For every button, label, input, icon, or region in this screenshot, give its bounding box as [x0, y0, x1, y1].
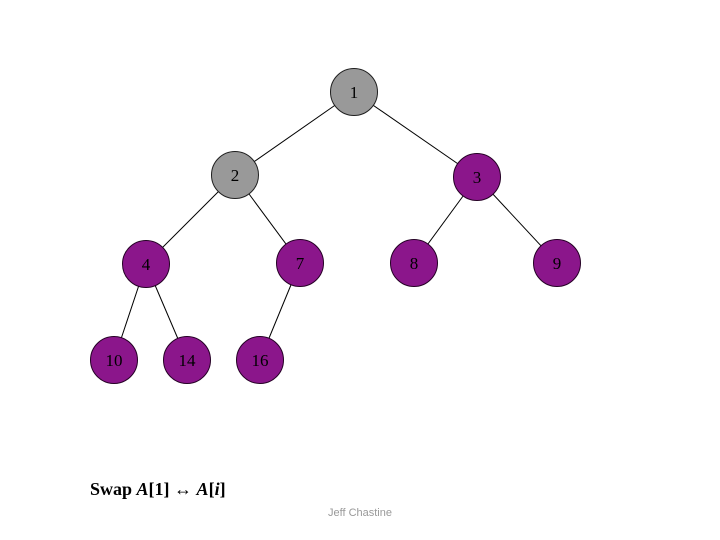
swap-caption-segment: [ — [208, 479, 215, 499]
swap-caption-segment: [1] — [148, 479, 175, 499]
tree-node-8: 8 — [390, 239, 438, 287]
tree-node-7: 7 — [276, 239, 324, 287]
tree-node-2: 2 — [211, 151, 259, 199]
footer-credit: Jeff Chastine — [327, 507, 392, 519]
tree-node-9: 9 — [533, 239, 581, 287]
swap-caption-segment: Swap — [90, 479, 137, 499]
swap-caption-segment: ] — [219, 479, 226, 499]
tree-node-14: 14 — [163, 336, 211, 384]
swap-caption-segment: i — [214, 479, 220, 499]
tree-node-1: 1 — [330, 68, 378, 116]
tree-node-16: 16 — [236, 336, 284, 384]
swap-caption-segment: ↔ — [174, 479, 193, 499]
swap-caption-segment: A — [136, 479, 149, 499]
tree-node-4: 4 — [122, 240, 170, 288]
tree-node-3: 3 — [453, 153, 501, 201]
swap-caption: Swap A[1] ↔ A[i] — [90, 479, 226, 500]
tree-node-10: 10 — [90, 336, 138, 384]
swap-caption-segment: A — [196, 479, 209, 499]
